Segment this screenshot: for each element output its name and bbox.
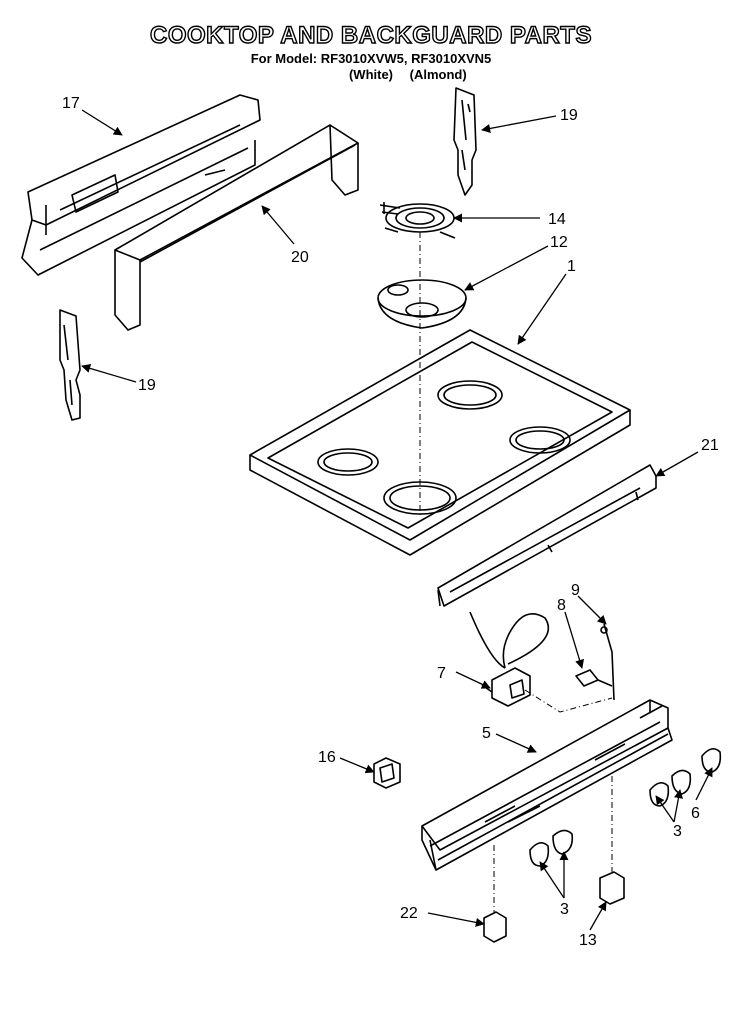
part-1-cooktop [249, 329, 631, 556]
callout-5: 5 [482, 725, 491, 742]
part-22-switch [483, 911, 507, 943]
callout-9: 9 [571, 582, 580, 599]
callout-17: 17 [62, 95, 80, 112]
leader-8 [564, 611, 584, 669]
leader-9 [577, 595, 607, 625]
part-8-indicator-light [575, 669, 613, 687]
part-16-terminal-block [373, 757, 401, 789]
part-20-backguard-bracket [114, 124, 359, 331]
part-19-side-trim-left [59, 309, 81, 421]
callout-21: 21 [701, 437, 719, 454]
part-13-switch [599, 871, 625, 905]
part-3-knobs [529, 769, 692, 867]
leader-1 [517, 273, 567, 345]
leader-12 [464, 245, 549, 291]
part-14-surface-element [379, 202, 456, 239]
callout-13: 13 [579, 932, 597, 949]
leader-21 [655, 451, 699, 477]
leader-19b [81, 363, 137, 383]
leader-16 [339, 757, 375, 774]
leader-19a [481, 115, 557, 133]
leader-20 [261, 205, 295, 245]
variant-almond: (Almond) [409, 67, 467, 82]
part-19-side-trim-right [453, 87, 477, 196]
leader-22 [427, 912, 485, 927]
callout-19-upper: 19 [560, 107, 578, 124]
callout-8: 8 [557, 597, 566, 614]
part-7-infinite-switch [469, 611, 550, 707]
leader-17 [81, 109, 123, 136]
callout-3-right: 3 [673, 823, 682, 840]
leader-6 [695, 767, 713, 801]
part-9-lens [600, 623, 615, 701]
leader-5 [495, 733, 537, 753]
callout-1: 1 [567, 258, 576, 275]
leader-13 [589, 901, 607, 931]
part-21-front-strip [437, 464, 657, 607]
leader-3c [539, 861, 565, 899]
callout-7: 7 [437, 665, 446, 682]
leader-7 [455, 671, 491, 689]
part-17-backguard-panel [21, 94, 261, 276]
variant-white: (White) [348, 67, 394, 82]
leader-3a [655, 795, 675, 823]
callout-19-lower: 19 [138, 377, 156, 394]
callout-22: 22 [400, 905, 418, 922]
part-12-drip-bowl [377, 279, 467, 329]
color-variants: (White) (Almond) [336, 67, 467, 82]
callout-3-left: 3 [560, 901, 569, 918]
callout-20: 20 [291, 249, 309, 266]
model-line: For Model: RF3010XVW5, RF3010XVN5 [250, 51, 492, 66]
callout-6: 6 [691, 805, 700, 822]
alignment-line-switch [524, 689, 613, 713]
callout-12: 12 [550, 234, 568, 251]
page-title: COOKTOP AND BACKGUARD PARTS [149, 21, 592, 49]
leader-3b [673, 789, 683, 823]
callout-16: 16 [318, 749, 336, 766]
part-5-control-panel [421, 699, 673, 871]
callout-14: 14 [548, 211, 566, 228]
